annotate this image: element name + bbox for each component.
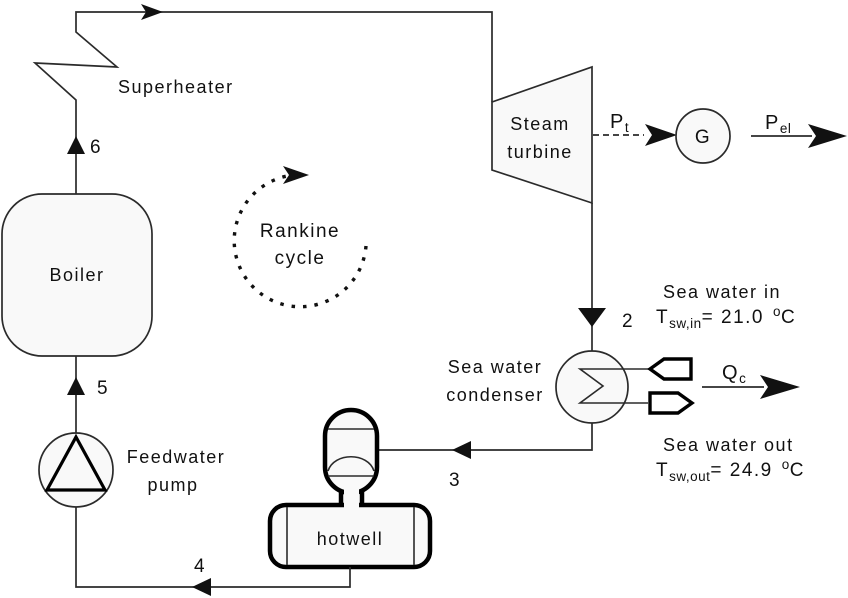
flow-arrow-top-icon: [141, 4, 163, 20]
condensate-pipe-hotwell-to-pump: [75, 507, 351, 588]
state-point-4: 4: [194, 556, 206, 577]
condenser-heat-label: Qc: [722, 362, 746, 386]
electric-power-label: Pel: [765, 112, 791, 136]
turbine-label-line2: turbine: [507, 142, 573, 162]
superheater-label: Superheater: [118, 77, 234, 97]
sea-water-in-arrow-icon: [647, 357, 693, 381]
vessel-neck-opening: [344, 488, 359, 509]
boiler-vessel: [1, 193, 153, 357]
pump-impeller-triangle-icon: [44, 433, 108, 492]
flow-arrow-5-icon: [67, 377, 85, 395]
flow-arrow-2-icon: [578, 308, 606, 327]
shaft-power-arrow-icon: [645, 124, 677, 146]
state-point-3: 3: [449, 470, 461, 491]
feedwater-pump-circle: [38, 432, 114, 508]
rankine-cycle-arrow-icon: [283, 166, 309, 184]
vessel-dome-arc: [327, 456, 375, 472]
rankine-cycle-arc: [232, 173, 368, 309]
sea-water-out-title: Sea water out: [663, 435, 794, 455]
condenser-label-line2: condenser: [446, 385, 544, 405]
boiler-label: Boiler: [49, 265, 104, 285]
state-point-5: 5: [97, 378, 109, 399]
state-point-2: 2: [622, 311, 634, 332]
flow-arrow-6-icon: [67, 136, 85, 154]
turbine-power-label: Pt: [610, 111, 629, 135]
hotwell-label: hotwell: [317, 529, 384, 549]
pump-label-line2: pump: [147, 475, 198, 495]
rankine-label-line1: Rankine: [260, 221, 340, 242]
sea-water-in-title: Sea water in: [663, 282, 781, 302]
turbine-label-line1: Steam: [510, 114, 570, 134]
condenser-label-line1: Sea water: [448, 357, 543, 377]
sea-water-out-arrow-icon: [648, 391, 695, 415]
state-point-6: 6: [90, 137, 102, 158]
heat-flow-arrow-icon: [760, 375, 800, 399]
hotwell-head-vessel: [322, 407, 380, 496]
condenser-tube: [577, 368, 650, 404]
steam-turbine-body: [491, 65, 593, 205]
generator-circle: [675, 108, 731, 164]
generator-label: G: [695, 127, 711, 148]
flow-arrow-3-icon: [452, 441, 471, 459]
electric-power-arrow-icon: [808, 124, 847, 148]
steam-pipe-boiler-to-turbine: [32, 11, 493, 194]
condenser-circle: [555, 350, 629, 424]
rankine-label-line2: cycle: [275, 248, 326, 269]
flow-arrow-4-icon: [192, 578, 211, 596]
pump-label-line1: Feedwater: [127, 447, 226, 467]
condensate-pipe-condenser-to-hotwell: [377, 423, 593, 451]
